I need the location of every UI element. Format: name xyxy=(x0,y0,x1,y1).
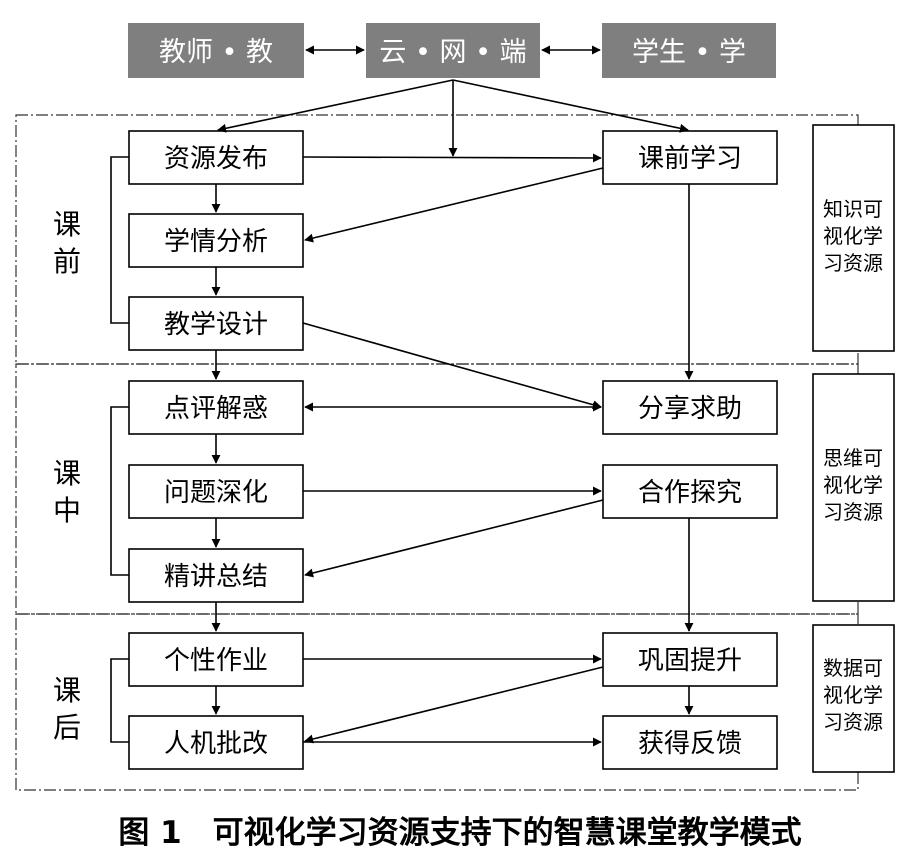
cloud-box xyxy=(366,23,540,78)
arrow-inquiry-to-summary xyxy=(304,499,604,578)
step-resource-release: 资源发布 xyxy=(164,144,268,174)
connectors xyxy=(110,45,694,747)
arrow-pre-study-to-analysis xyxy=(304,167,604,243)
resource-data-line-2: 视化学 xyxy=(823,683,883,707)
step-machine-grading: 人机批改 xyxy=(164,729,268,759)
teacher-steps xyxy=(128,130,304,770)
step-box-consolidate xyxy=(602,632,778,687)
arrow-release-to-pre-study xyxy=(302,153,602,163)
bracket-post xyxy=(110,658,129,743)
student-step-labels: 课前学习 分享求助 合作探究 巩固提升 获得反馈 xyxy=(638,144,742,759)
step-lecture-summary: 精讲总结 xyxy=(164,562,268,592)
student-box xyxy=(602,23,776,78)
step-box-share-help xyxy=(602,380,778,435)
resource-thinking-line-3: 习资源 xyxy=(823,500,883,524)
step-box-get-feedback xyxy=(602,715,778,770)
step-learning-analysis: 学情分析 xyxy=(164,227,268,257)
resource-thinking-line-2: 视化学 xyxy=(823,473,883,497)
step-share-help: 分享求助 xyxy=(638,394,742,424)
step-comment-answer: 点评解惑 xyxy=(164,394,268,424)
figure-caption: 图 1 可视化学习资源支持下的智慧课堂教学模式 xyxy=(118,815,801,851)
resource-box-thinking xyxy=(812,373,895,602)
phase-pre-char-1: 课 xyxy=(53,208,81,241)
arrow-cloud-to-pre-class-study xyxy=(452,79,689,133)
step-personal-homework: 个性作业 xyxy=(164,646,268,676)
resource-box-data xyxy=(812,624,895,773)
step-teaching-design: 教学设计 xyxy=(164,310,268,340)
step-consolidate: 巩固提升 xyxy=(638,646,742,676)
resource-knowledge-line-2: 视化学 xyxy=(823,224,883,248)
step-box-cooperative-inquiry xyxy=(602,464,778,519)
resource-thinking-line-1: 思维可 xyxy=(823,446,883,470)
step-box-resource-release xyxy=(128,130,304,185)
phase-post-char-1: 课 xyxy=(53,674,81,707)
cloud-label: 云 • 网 • 端 xyxy=(379,37,526,68)
resource-boxes xyxy=(812,124,895,773)
resource-data-line-1: 数据可 xyxy=(823,656,883,680)
step-problem-deepen: 问题深化 xyxy=(164,478,268,508)
arrow-consolidate-to-grading xyxy=(304,666,604,744)
resource-knowledge-line-3: 习资源 xyxy=(823,251,883,275)
bracket-pre xyxy=(110,156,129,324)
step-cooperative-inquiry: 合作探究 xyxy=(638,478,742,508)
arrow-design-to-share xyxy=(302,322,602,410)
phase-pre-char-2: 前 xyxy=(53,245,81,278)
resource-box-knowledge xyxy=(812,124,895,352)
step-get-feedback: 获得反馈 xyxy=(638,729,742,759)
step-pre-class-study: 课前学习 xyxy=(638,144,742,174)
phase-labels: 课 前 课 中 课 后 xyxy=(53,208,81,744)
resource-labels: 知识可 视化学 习资源 思维可 视化学 习资源 数据可 视化学 习资源 xyxy=(823,197,883,734)
student-label: 学生 • 学 xyxy=(632,37,746,68)
phase-in-char-2: 中 xyxy=(53,494,81,527)
student-steps xyxy=(602,130,778,770)
arrow-cloud-to-resource-release xyxy=(217,79,454,133)
teacher-step-labels: 资源发布 学情分析 教学设计 点评解惑 问题深化 精讲总结 个性作业 人机批改 xyxy=(164,144,268,759)
teacher-label: 教师 • 教 xyxy=(159,37,273,68)
resource-knowledge-line-1: 知识可 xyxy=(823,197,883,221)
resource-data-line-3: 习资源 xyxy=(823,710,883,734)
phase-in-char-1: 课 xyxy=(53,457,81,490)
teacher-box xyxy=(128,23,304,78)
step-box-pre-class-study xyxy=(602,130,778,185)
phase-post-char-2: 后 xyxy=(53,711,81,744)
top-row: 教师 • 教 云 • 网 • 端 学生 • 学 xyxy=(128,23,776,78)
bracket-in xyxy=(110,406,129,576)
